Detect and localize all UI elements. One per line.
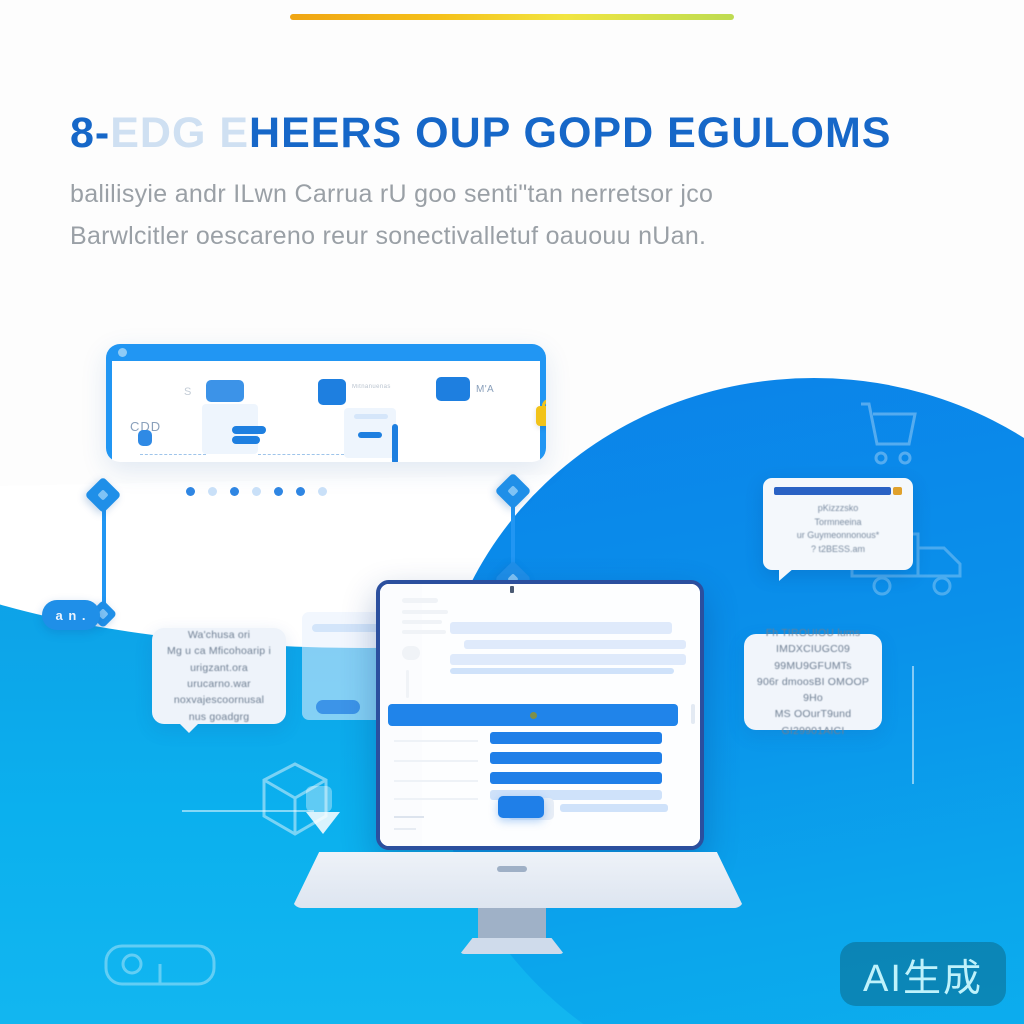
bubble-progress-accent <box>893 487 902 495</box>
footer-placeholder <box>560 804 668 812</box>
monitor-base <box>292 852 744 908</box>
panel-chip-2 <box>232 436 260 444</box>
dot-5 <box>274 487 283 496</box>
title-tail: EGULOMS <box>667 109 892 157</box>
form-footnote-1 <box>394 816 424 818</box>
form-label-1 <box>394 740 478 742</box>
title-prefix: 8- <box>70 109 111 157</box>
timeline-line-center <box>511 500 515 590</box>
heading-block: 8-EDG EHEERS OUP GOPD EGULOMS balilisyie… <box>70 112 960 257</box>
timeline-line-left <box>102 498 106 616</box>
card-dot-icon <box>118 348 127 357</box>
panel-caption-3: Mitnanuenas <box>352 384 391 390</box>
form-label-4 <box>394 798 478 800</box>
panel-chip-4 <box>358 432 382 438</box>
title-ghost: EDG E <box>110 109 250 157</box>
content-placeholder-4 <box>450 668 674 674</box>
dot-6 <box>296 487 305 496</box>
screen-scrollbar[interactable] <box>691 704 695 724</box>
panel-caption-1: CDD <box>130 419 162 434</box>
timeline-badge[interactable]: a n . <box>42 600 100 630</box>
content-placeholder-2 <box>464 640 686 649</box>
monitor-foot <box>460 938 564 954</box>
form-label-2 <box>394 760 478 762</box>
package-box-icon <box>262 762 328 836</box>
form-field-4[interactable] <box>490 790 662 800</box>
dashboard-card[interactable]: S Mitnanuenas M'A CDD 146 a <box>106 344 546 462</box>
card-edge-left <box>106 361 112 462</box>
panel-dot-row <box>186 487 327 496</box>
dot-1 <box>186 487 195 496</box>
mini-chip-left <box>316 700 360 714</box>
panel-icon-round[interactable] <box>206 380 244 402</box>
callout-left: Wa'chusa ori Mg u ca Mficohoarip i urigz… <box>152 628 286 733</box>
dot-7 <box>318 487 327 496</box>
submit-button[interactable] <box>498 796 544 818</box>
title-main: HEERS OUP GOPD <box>249 109 655 157</box>
form-field-3[interactable] <box>490 772 662 784</box>
panel-icon-square-2[interactable] <box>436 377 470 401</box>
dot-3 <box>230 487 239 496</box>
shopping-cart-icon <box>861 402 917 465</box>
sidebar-divider <box>406 670 409 698</box>
hero-banner[interactable] <box>388 704 678 726</box>
callout-right-text: Fh TIROUIOU lums IMDXCIUGC09 99MU9GFUMTs… <box>756 627 870 737</box>
callout-right: Fh TIROUIOU lums IMDXCIUGC09 99MU9GFUMTs… <box>744 627 882 737</box>
top-accent-bar <box>290 14 734 20</box>
vr-goggles-icon <box>104 944 216 986</box>
bubble-card-text: pKizzzsko Tormneeina ur Guymeonnonous* ?… <box>796 503 880 554</box>
page-title: 8-EDG EHEERS OUP GOPD EGULOMS <box>70 112 960 155</box>
content-placeholder-3 <box>450 654 686 665</box>
sidebar-item-1[interactable] <box>402 610 448 614</box>
panel-icon-square-1[interactable] <box>318 379 346 405</box>
subtitle-line-2: Barwlcitler oescareno reur sonectivallet… <box>70 222 707 250</box>
desktop-monitor[interactable] <box>376 580 704 850</box>
decor-badge-square <box>306 786 332 812</box>
dot-4 <box>252 487 261 496</box>
ai-generated-watermark: AI生成 <box>840 942 1006 1006</box>
sidebar-item-2[interactable] <box>402 620 442 624</box>
monitor-camera-icon <box>510 586 514 593</box>
form-field-2[interactable] <box>490 752 662 764</box>
bubble-card-tail <box>779 568 794 581</box>
decor-line-right <box>912 666 914 784</box>
decor-line-left <box>182 810 314 812</box>
mini-bar-left <box>312 624 382 632</box>
panel-mini-icon <box>138 430 152 446</box>
panel-icon-label-s: S <box>184 386 192 398</box>
panel-chip-3 <box>354 414 388 419</box>
bubble-card[interactable]: pKizzzsko Tormneeina ur Guymeonnonous* ?… <box>763 478 913 581</box>
form-label-3 <box>394 780 478 782</box>
sidebar-logo <box>402 598 438 603</box>
dot-2 <box>208 487 217 496</box>
sidebar-item-3[interactable] <box>402 630 446 634</box>
content-placeholder-1 <box>450 622 672 634</box>
panel-chip-1 <box>232 426 266 434</box>
bubble-progress-bar <box>774 487 891 495</box>
form-footnote-2 <box>394 828 416 830</box>
panel-chip-5 <box>392 424 398 462</box>
panel-caption-4: M'A <box>476 384 495 395</box>
callout-left-tail <box>178 722 200 733</box>
sidebar-avatar <box>402 646 420 660</box>
decor-triangle-down <box>306 812 340 834</box>
callout-left-text: Wa'chusa ori Mg u ca Mficohoarip i urigz… <box>167 629 271 723</box>
panel-dashed-1 <box>140 454 206 455</box>
hero-dot-icon <box>530 712 537 719</box>
monitor-notch <box>497 866 527 872</box>
monitor-neck <box>478 908 546 940</box>
card-titlebar <box>106 344 546 361</box>
monitor-screen[interactable] <box>380 584 700 846</box>
lock-icon <box>536 399 546 426</box>
subtitle-line-1: balilisyie andr ILwn Carrua rU goo senti… <box>70 180 714 208</box>
panel-dashed-2 <box>258 454 344 455</box>
form-field-1[interactable] <box>490 732 662 744</box>
